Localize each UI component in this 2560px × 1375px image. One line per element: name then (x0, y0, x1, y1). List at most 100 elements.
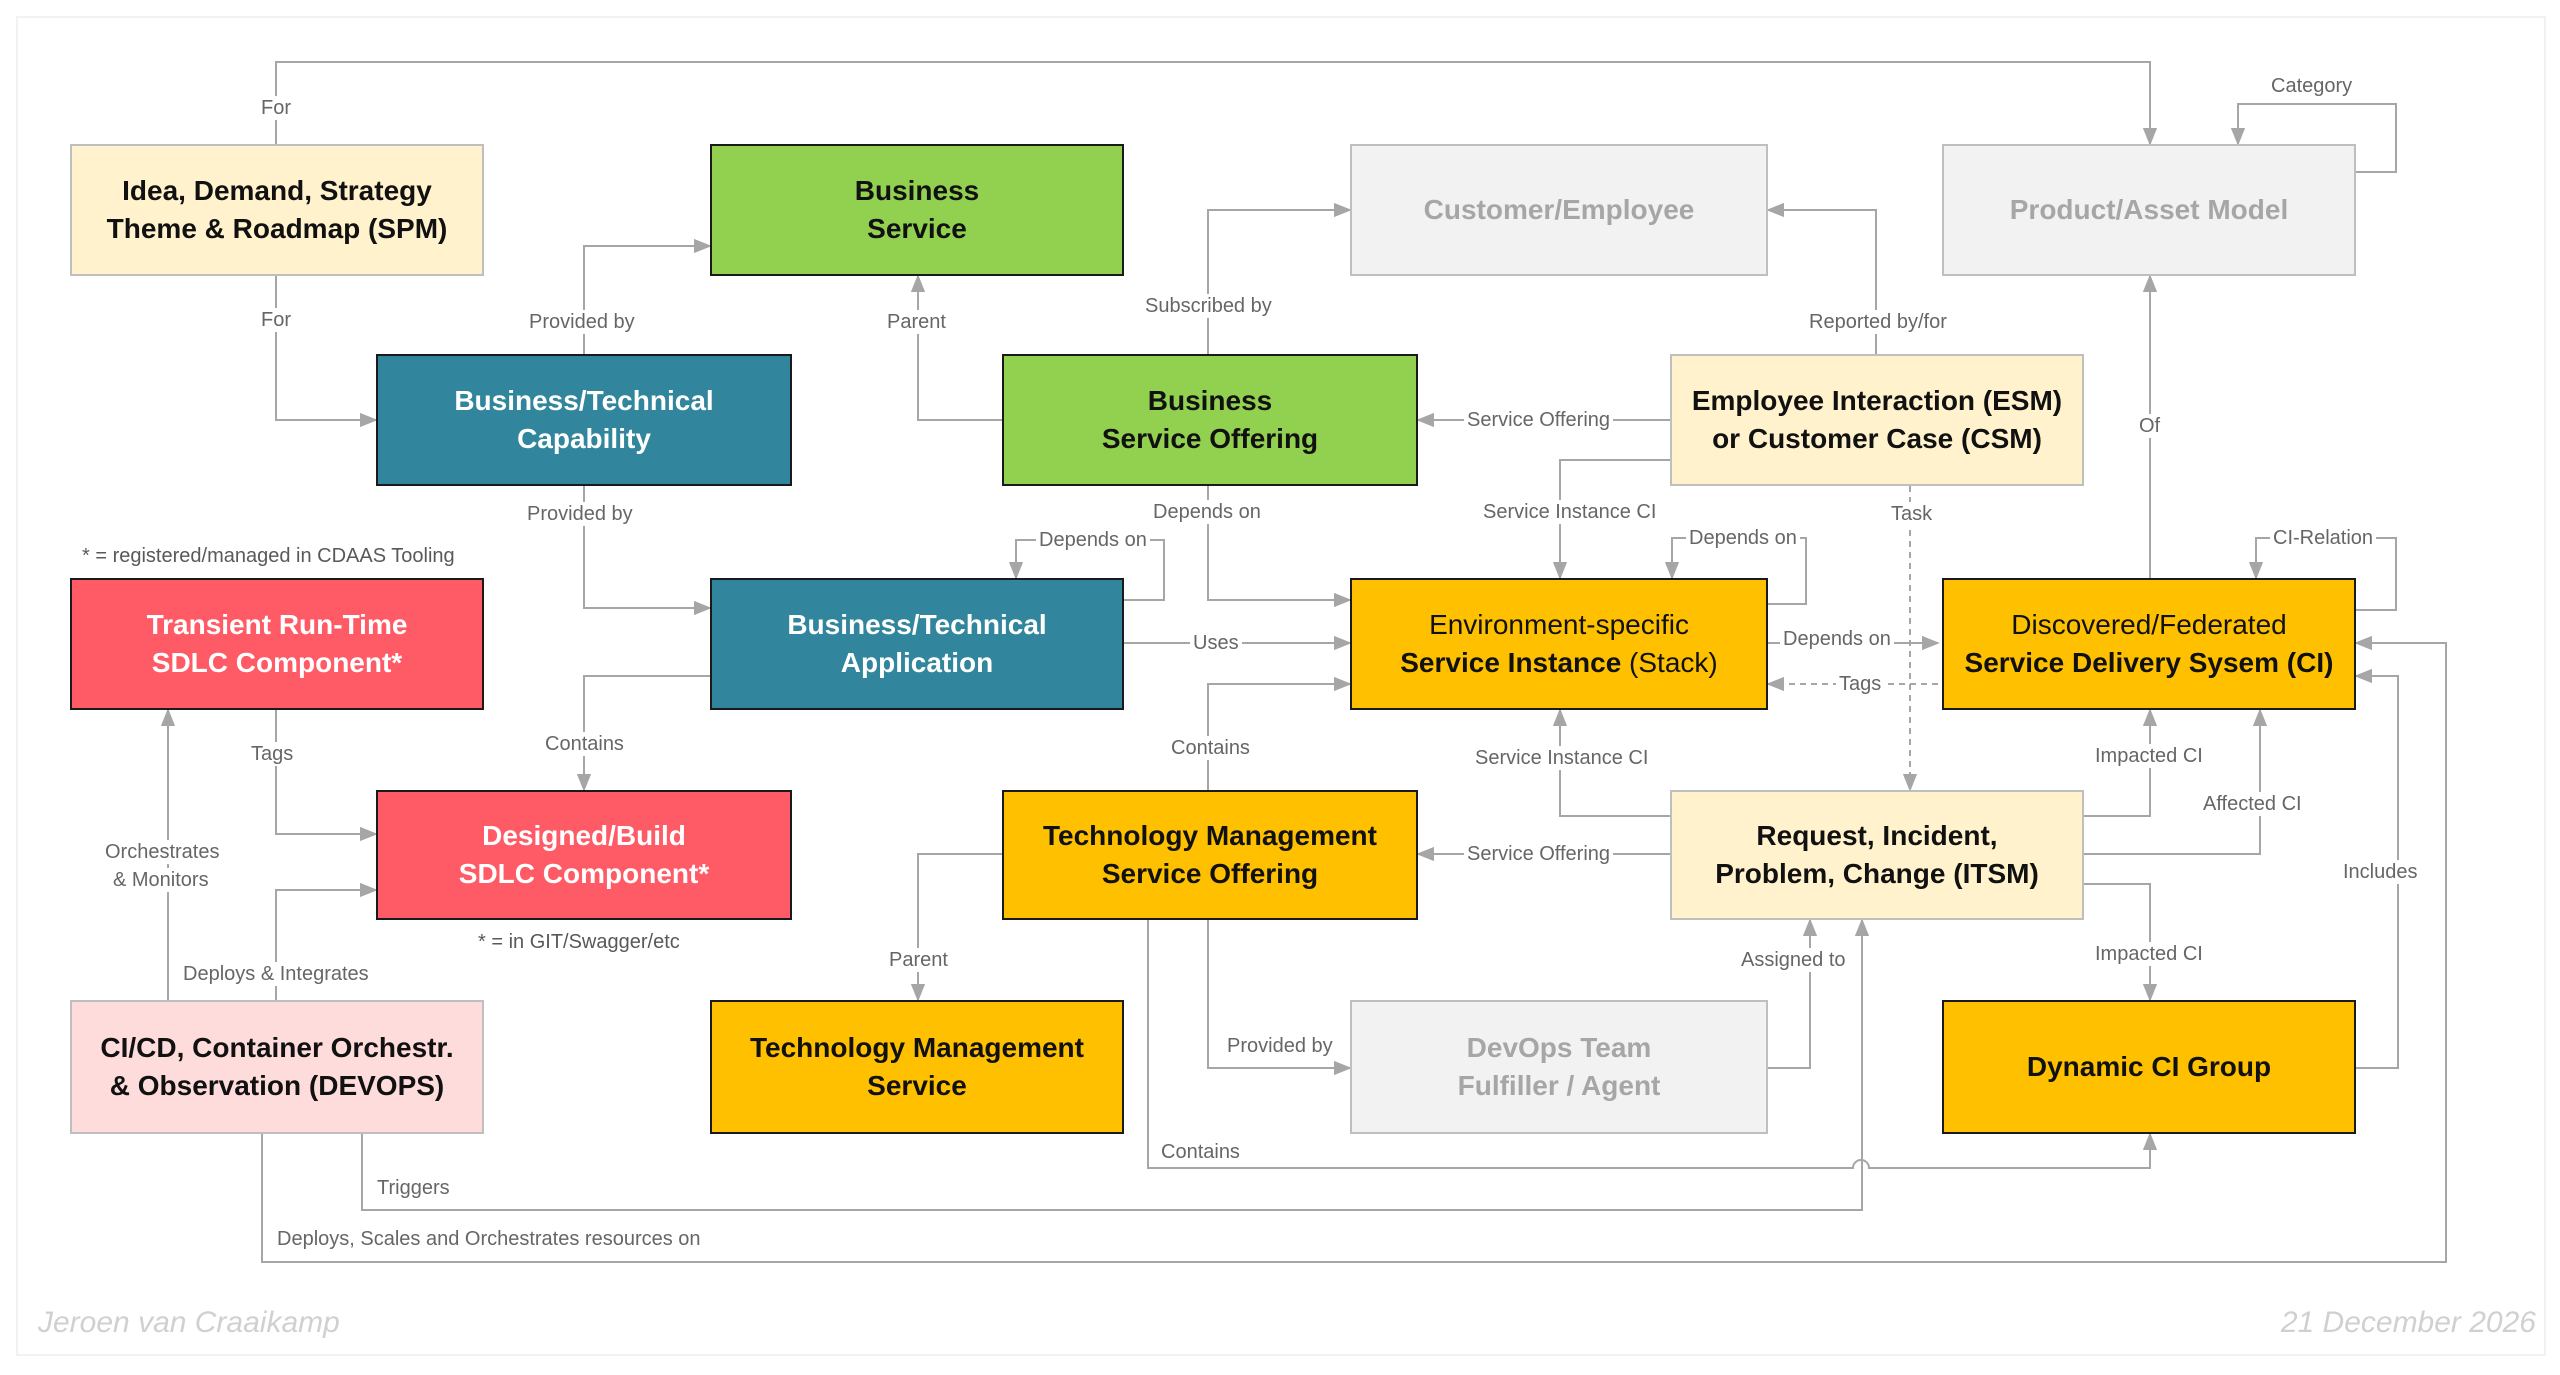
edge-provided-by-2 (583, 486, 712, 616)
footer-author: Jeroen van Craaikamp (38, 1306, 340, 1339)
label-service-offering-2: Service Offering (1464, 842, 1614, 866)
node-business-service-line2: Service (867, 213, 967, 244)
label-provided-by-3: Provided by (1224, 1034, 1336, 1058)
node-capability-line2: Capability (517, 423, 651, 454)
label-affected-ci: Affected CI (2200, 792, 2305, 816)
edge-reported-by (1766, 202, 1877, 354)
label-ci-relation: CI-Relation (2270, 526, 2377, 550)
node-designed-line2: SDLC Component* (458, 858, 710, 889)
node-devops[interactable]: CI/CD, Container Orchestr. & Observation … (70, 1000, 484, 1134)
edge-parent-1 (910, 274, 1002, 421)
label-parent-1: Parent (884, 310, 949, 334)
label-category: Category (2268, 74, 2356, 98)
node-customer-employee-line1: Customer/Employee (1423, 194, 1695, 225)
label-contains-3: Contains (1158, 1140, 1243, 1164)
node-itsm[interactable]: Request, Incident, Problem, Change (ITSM) (1670, 790, 2084, 920)
node-application-line2: Application (840, 647, 994, 678)
node-esm-csm-line2: or Customer Case (CSM) (1712, 423, 2042, 454)
node-designed-line1: Designed/Build (482, 820, 686, 851)
node-service-instance-line1: Environment-specific (1429, 609, 1689, 640)
node-ci-line2: Service Delivery Sysem (CI) (1964, 647, 2334, 678)
node-business-offering-line2: Service Offering (1101, 423, 1319, 454)
node-tech-offering-line2: Service Offering (1101, 858, 1319, 889)
label-includes: Includes (2340, 860, 2421, 884)
note-git: * = in GIT/Swagger/etc (478, 931, 680, 953)
edge-for-mid (275, 276, 378, 428)
label-monitors: & Monitors (110, 868, 212, 892)
node-tech-offering-line1: Technology Management (1043, 820, 1377, 851)
label-depends-on-2: Depends on (1150, 500, 1264, 524)
label-contains-1: Contains (542, 732, 627, 756)
label-task: Task (1888, 502, 1936, 526)
node-transient-line1: Transient Run-Time (146, 609, 408, 640)
node-devops-line2: & Observation (DEVOPS) (109, 1070, 445, 1101)
node-dynamic-ci[interactable]: Dynamic CI Group (1942, 1000, 2356, 1134)
edge-assigned-to (1768, 918, 1818, 1069)
node-esm-csm[interactable]: Employee Interaction (ESM) or Customer Ca… (1670, 354, 2084, 486)
label-reported-by: Reported by/for (1806, 310, 1950, 334)
label-parent-2: Parent (886, 948, 951, 972)
node-ci-line1: Discovered/Federated (2011, 609, 2287, 640)
label-contains-2: Contains (1168, 736, 1253, 760)
diagram-frame (16, 16, 2546, 1356)
node-itsm-line1: Request, Incident, (1756, 820, 1998, 851)
node-product-asset[interactable]: Product/Asset Model (1942, 144, 2356, 276)
node-transient-line2: SDLC Component* (151, 647, 403, 678)
edge-provided-by-1 (583, 238, 712, 354)
node-service-instance-line2b: (Stack) (1621, 647, 1718, 678)
node-product-asset-line1: Product/Asset Model (2009, 194, 2289, 225)
edge-subscribed-by (1207, 202, 1352, 354)
node-devops-team-line1: DevOps Team (1466, 1032, 1652, 1063)
label-uses: Uses (1190, 631, 1242, 655)
label-depends-on-1: Depends on (1036, 528, 1150, 552)
label-assigned-to: Assigned to (1738, 948, 1849, 972)
edge-category (2230, 103, 2397, 173)
label-deploys-integrates: Deploys & Integrates (180, 962, 372, 986)
label-depends-on-3: Depends on (1686, 526, 1800, 550)
label-for-mid: For (258, 308, 294, 332)
node-business-service-line1: Business (854, 175, 980, 206)
node-dynamic-ci-line1: Dynamic CI Group (2026, 1051, 2272, 1082)
label-triggers: Triggers (374, 1176, 453, 1200)
node-esm-csm-line1: Employee Interaction (ESM) (1691, 385, 2063, 416)
footer-date: 21 December 2026 (2280, 1306, 2536, 1339)
label-service-offering-1: Service Offering (1464, 408, 1614, 432)
node-business-offering-line1: Business (1147, 385, 1273, 416)
node-application-line1: Business/Technical (787, 609, 1047, 640)
edge-affected-ci (2084, 708, 2268, 855)
label-impacted-ci-1: Impacted CI (2092, 744, 2206, 768)
node-tech-service-line1: Technology Management (750, 1032, 1084, 1063)
node-itsm-line2: Problem, Change (ITSM) (1715, 858, 2039, 889)
node-spm-line1: Idea, Demand, Strategy (122, 175, 432, 206)
node-devops-line1: CI/CD, Container Orchestr. (100, 1032, 454, 1063)
label-orchestrates: Orchestrates (102, 840, 223, 864)
label-tags-1: Tags (1836, 672, 1885, 696)
label-subscribed-by: Subscribed by (1142, 294, 1275, 318)
edge-depends-on-2 (1207, 486, 1352, 608)
label-deploys-scales: Deploys, Scales and Orchestrates resourc… (274, 1227, 704, 1251)
node-devops-team-line2: Fulfiller / Agent (1457, 1070, 1661, 1101)
edge-tags-2 (275, 710, 378, 842)
label-tags-2: Tags (248, 742, 297, 766)
edge-service-instance-ci-1 (1552, 459, 1670, 580)
edge-service-instance-ci-2 (1552, 708, 1670, 817)
label-of: Of (2136, 414, 2164, 438)
node-customer-employee[interactable]: Customer/Employee (1350, 144, 1768, 276)
label-depends-on-4: Depends on (1780, 627, 1894, 651)
node-service-instance-line2a: Service Instance (1400, 647, 1622, 678)
label-provided-by-2: Provided by (524, 502, 636, 526)
label-service-instance-ci-2: Service Instance CI (1472, 746, 1652, 770)
